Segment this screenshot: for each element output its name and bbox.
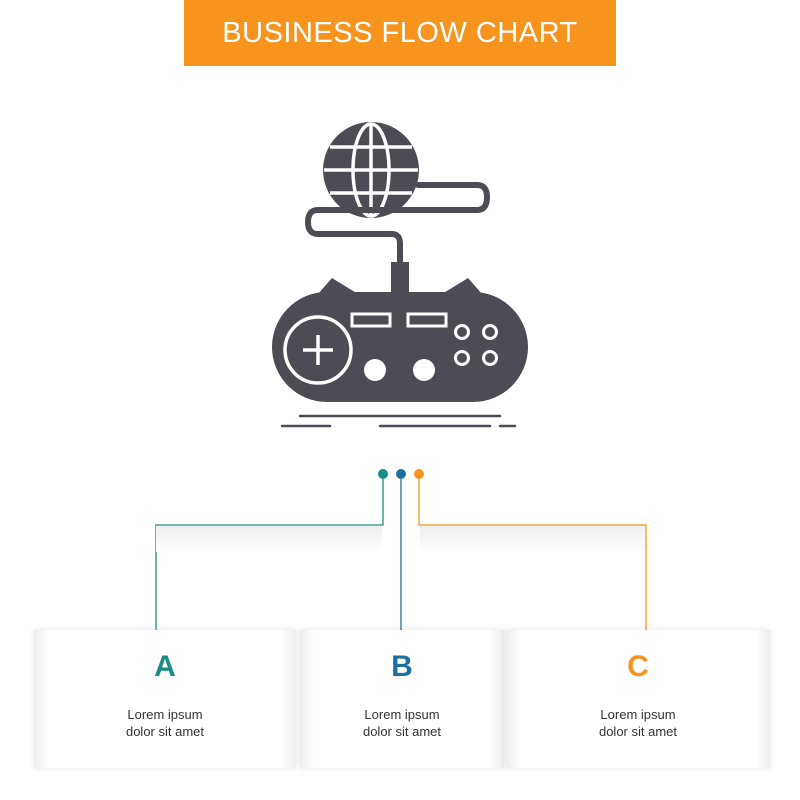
connector-a — [155, 469, 388, 636]
step-text-line: Lorem ipsum — [364, 707, 440, 722]
step-text-line: dolor sit amet — [362, 724, 442, 739]
globe-icon — [323, 122, 419, 218]
connector-c — [414, 469, 647, 636]
ground-lines — [280, 414, 517, 428]
gamepad-icon — [272, 278, 528, 402]
step-text-line: Lorem ipsum — [127, 707, 203, 722]
step-text-line: dolor sit amet — [598, 724, 678, 739]
step-letter: B — [391, 650, 413, 683]
step-text-line: Lorem ipsum — [600, 707, 676, 722]
page-title: BUSINESS FLOW CHART — [222, 16, 578, 49]
step-description: Lorem ipsum dolor sit amet — [300, 706, 504, 740]
step-card-c: C Lorem ipsum dolor sit amet — [506, 630, 770, 768]
step-description: Lorem ipsum dolor sit amet — [506, 706, 770, 740]
step-letter: C — [627, 650, 649, 683]
cable-icon — [304, 182, 491, 265]
step-card-a: A Lorem ipsum dolor sit amet — [34, 630, 296, 768]
connector-b — [396, 469, 406, 630]
step-letter: A — [154, 650, 176, 683]
step-card-b: B Lorem ipsum dolor sit amet — [300, 630, 504, 768]
title-banner: BUSINESS FLOW CHART — [184, 0, 616, 66]
step-description: Lorem ipsum dolor sit amet — [34, 706, 296, 740]
step-text-line: dolor sit amet — [125, 724, 205, 739]
